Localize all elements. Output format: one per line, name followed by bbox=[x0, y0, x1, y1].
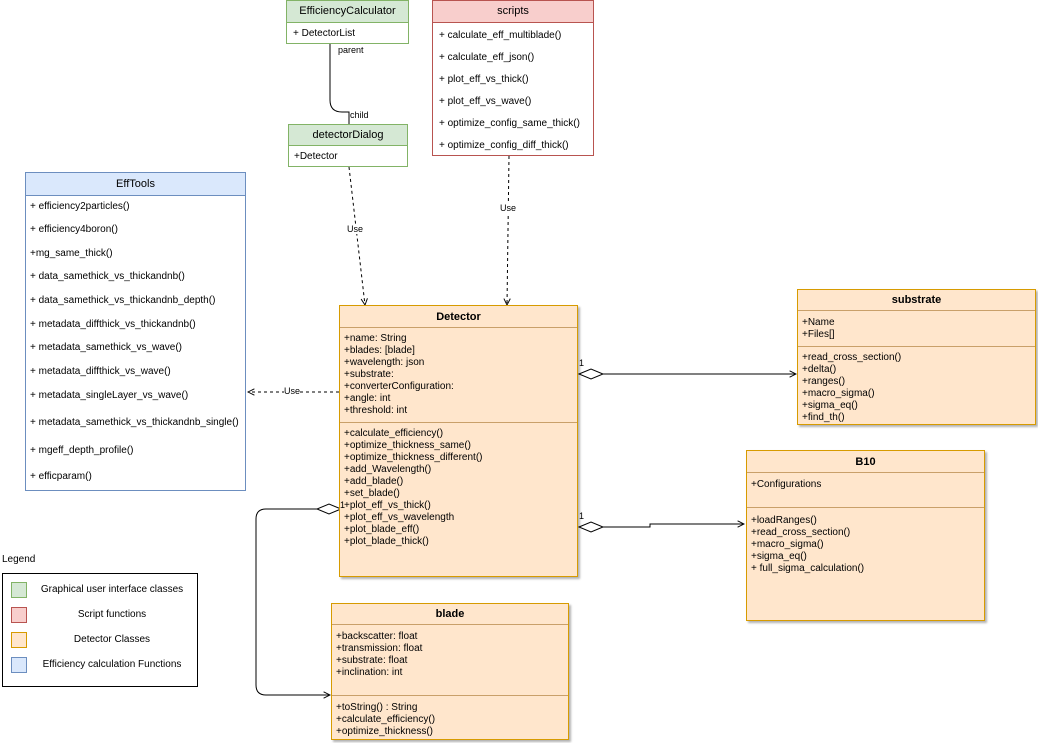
class-member: + mgeff_depth_profile() bbox=[30, 445, 134, 456]
aggregation-substrate bbox=[577, 368, 605, 380]
class-method: +add_blade() bbox=[344, 476, 404, 487]
class-method: +read_cross_section() bbox=[751, 527, 851, 538]
class-attribute: +transmission: float bbox=[336, 643, 423, 654]
class-title: detectorDialog bbox=[312, 129, 384, 141]
class-attribute: +angle: int bbox=[344, 393, 391, 404]
class-attribute: +substrate: bbox=[344, 369, 394, 380]
parent-label: parent bbox=[338, 45, 364, 55]
legend-swatch-efficiency bbox=[11, 657, 27, 673]
multiplicity-substrate: 1 bbox=[579, 358, 585, 368]
class-title: B10 bbox=[855, 456, 876, 468]
class-method: +macro_sigma() bbox=[751, 539, 824, 550]
class-member: + calculate_eff_json() bbox=[439, 52, 535, 63]
multiplicity-blade: 1 bbox=[340, 500, 346, 510]
class-method: +macro_sigma() bbox=[802, 388, 875, 399]
child-label: child bbox=[350, 110, 369, 120]
use-label-dialog: Use bbox=[347, 224, 364, 234]
class-title: scripts bbox=[497, 5, 529, 17]
aggregation-b10 bbox=[577, 521, 605, 533]
class-attribute: +blades: [blade] bbox=[344, 345, 415, 356]
class-title: blade bbox=[435, 608, 465, 620]
legend-label: Detector Classes bbox=[73, 634, 151, 645]
class-attribute: +converterConfiguration: bbox=[344, 381, 454, 392]
class-member: + plot_eff_vs_thick() bbox=[439, 74, 529, 85]
legend-label: Graphical user interface classes bbox=[40, 584, 184, 595]
legend: Graphical user interface classes Script … bbox=[2, 573, 198, 687]
class-member: +Detector bbox=[294, 151, 338, 162]
class-attribute: +inclination: int bbox=[336, 667, 403, 678]
use-label-scripts: Use bbox=[500, 203, 517, 213]
class-efficiency-calculator: EfficiencyCalculator + DetectorList bbox=[286, 0, 409, 44]
class-method: +plot_blade_thick() bbox=[344, 536, 429, 547]
class-attribute: +wavelength: json bbox=[344, 357, 425, 368]
class-method: +find_th() bbox=[802, 412, 845, 423]
class-member: + metadata_diffthick_vs_wave() bbox=[30, 366, 171, 377]
class-attribute: +Files[] bbox=[802, 329, 835, 340]
class-attribute: +backscatter: float bbox=[336, 631, 418, 642]
class-member: + optimize_config_same_thick() bbox=[439, 118, 580, 129]
multiplicity-b10: 1 bbox=[579, 511, 585, 521]
class-member: + plot_eff_vs_wave() bbox=[439, 96, 532, 107]
use-dialog-detector bbox=[348, 166, 365, 305]
class-member: + efficparam() bbox=[30, 471, 92, 482]
class-member: + efficiency2particles() bbox=[30, 201, 130, 212]
class-substrate: substrate +Name +Files[] +read_cross_sec… bbox=[797, 289, 1036, 425]
class-member: + metadata_singleLayer_vs_wave() bbox=[30, 390, 189, 401]
class-method: +optimize_thickness_different() bbox=[344, 452, 483, 463]
class-method: +set_blade() bbox=[344, 488, 400, 499]
class-method: + full_sigma_calculation() bbox=[751, 563, 865, 574]
class-member: + DetectorList bbox=[293, 28, 355, 39]
class-method: +plot_eff_vs_wavelength bbox=[344, 512, 455, 523]
legend-swatch-gui bbox=[11, 582, 27, 598]
class-title: EfficiencyCalculator bbox=[299, 5, 396, 17]
class-method: +sigma_eq() bbox=[751, 551, 807, 562]
class-member: + metadata_samethick_vs_wave() bbox=[30, 342, 183, 353]
class-member: + calculate_eff_multiblade() bbox=[439, 30, 562, 41]
legend-label: Script functions bbox=[77, 609, 147, 620]
class-method: +plot_eff_vs_thick() bbox=[344, 500, 431, 511]
class-member: + data_samethick_vs_thickandnb() bbox=[30, 271, 185, 282]
legend-label: Efficiency calculation Functions bbox=[42, 659, 182, 670]
class-member: + optimize_config_diff_thick() bbox=[439, 140, 569, 151]
class-method: +optimize_thickness_same() bbox=[344, 440, 471, 451]
use-scripts-detector bbox=[507, 155, 509, 305]
class-method: +read_cross_section() bbox=[802, 352, 902, 363]
class-method: +ranges() bbox=[802, 376, 846, 387]
class-title: substrate bbox=[891, 294, 942, 306]
class-method: +optimize_thickness() bbox=[336, 726, 433, 737]
parent-child-link bbox=[329, 44, 350, 124]
class-b10: B10 +Configurations +loadRanges() +read_… bbox=[746, 450, 985, 621]
class-method: +delta() bbox=[802, 364, 837, 375]
class-method: +add_Wavelength() bbox=[344, 464, 432, 475]
class-title: Detector bbox=[436, 311, 481, 323]
class-method: +sigma_eq() bbox=[802, 400, 858, 411]
class-member: + metadata_samethick_vs_thickandnb_singl… bbox=[30, 417, 239, 428]
class-attribute: +substrate: float bbox=[336, 655, 408, 666]
class-attribute: +name: String bbox=[344, 333, 407, 344]
class-attribute: +Configurations bbox=[751, 479, 822, 490]
class-scripts: scripts + calculate_eff_multiblade() + c… bbox=[432, 0, 594, 156]
legend-swatch-detector bbox=[11, 632, 27, 648]
class-efftools: EffTools + efficiency2particles() + effi… bbox=[25, 172, 246, 491]
class-detector: Detector +name: String +blades: [blade] … bbox=[339, 305, 578, 577]
class-blade: blade +backscatter: float +transmission:… bbox=[331, 603, 569, 740]
class-attribute: +threshold: int bbox=[344, 405, 408, 416]
class-method: +plot_blade_eff() bbox=[344, 524, 420, 535]
class-method: +loadRanges() bbox=[751, 515, 817, 526]
class-method: +calculate_efficiency() bbox=[344, 428, 444, 439]
class-attribute: +Name bbox=[802, 317, 835, 328]
legend-title: Legend bbox=[2, 554, 36, 565]
class-title: EffTools bbox=[116, 178, 155, 190]
class-member: + metadata_diffthick_vs_thickandnb() bbox=[30, 319, 196, 330]
class-member: + efficiency4boron() bbox=[30, 224, 118, 235]
class-method: +calculate_efficiency() bbox=[336, 714, 436, 725]
aggregation-blade bbox=[315, 503, 343, 515]
legend-swatch-script bbox=[11, 607, 27, 623]
class-member: +mg_same_thick() bbox=[30, 248, 113, 259]
class-detector-dialog: detectorDialog +Detector bbox=[288, 124, 408, 167]
use-label-efftools: Use bbox=[284, 386, 301, 396]
class-method: +toString() : String bbox=[336, 702, 418, 713]
class-member: + data_samethick_vs_thickandnb_depth() bbox=[30, 295, 216, 306]
